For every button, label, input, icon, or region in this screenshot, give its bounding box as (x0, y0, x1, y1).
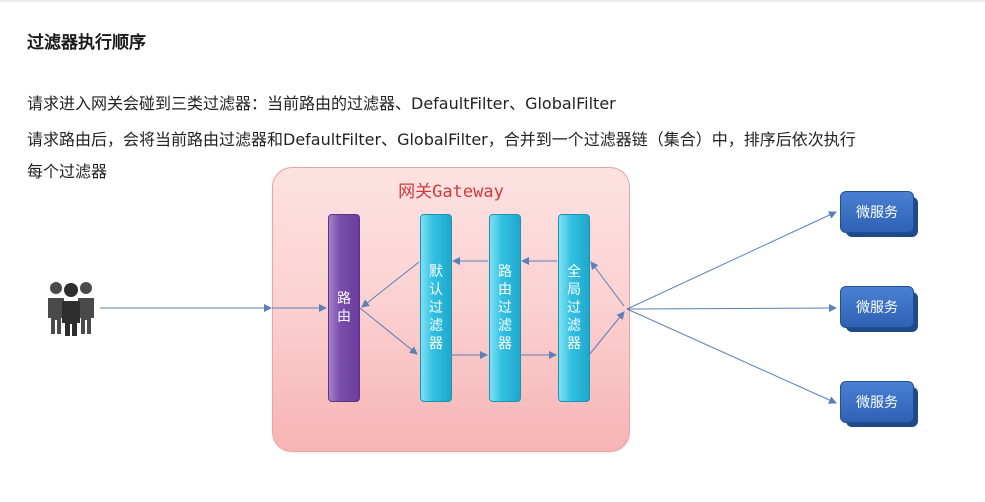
default-filter-char-2: 认 (429, 282, 443, 298)
arrow-hub-to-ms-1 (626, 211, 837, 310)
paragraph-line-2: 请求路由后，会将当前路由过滤器和DefaultFilter、GlobalFilt… (27, 130, 856, 149)
microservice-box-1: 微服务 (840, 191, 918, 237)
default-filter-pill: 默 认 过 滤 器 (420, 214, 452, 402)
route-filter-char-4: 滤 (498, 318, 512, 334)
users-icon (44, 278, 98, 336)
route-filter-char-1: 路 (498, 264, 512, 280)
global-filter-char-5: 器 (567, 336, 581, 352)
arrow-default-to-route (361, 261, 420, 308)
default-filter-char-4: 滤 (429, 318, 443, 334)
global-filter-char-2: 局 (567, 282, 581, 298)
microservice-box-3: 微服务 (840, 381, 918, 427)
global-filter-pill: 全 局 过 滤 器 (558, 214, 590, 402)
paragraph-line-3: 每个过滤器 (27, 162, 108, 181)
gateway-title: 网关Gateway (398, 182, 504, 202)
arrow-hub-to-ms-2 (626, 304, 837, 313)
paragraph-line-1: 请求进入网关会碰到三类过滤器：当前路由的过滤器、DefaultFilter、Gl… (27, 94, 616, 113)
global-filter-char-3: 过 (567, 300, 581, 316)
arrow-route-to-default (359, 307, 418, 355)
microservice-label-3: 微服务 (840, 381, 914, 423)
default-filter-char-1: 默 (429, 264, 443, 280)
page-title: 过滤器执行顺序 (27, 33, 146, 53)
microservice-label-1: 微服务 (840, 191, 914, 233)
route-filter-char-3: 过 (498, 300, 512, 316)
microservice-label-2: 微服务 (840, 286, 914, 328)
arrow-hub-to-global (590, 261, 625, 307)
default-filter-char-3: 过 (429, 300, 443, 316)
default-filter-char-5: 器 (429, 336, 443, 352)
route-filter-char-5: 器 (498, 336, 512, 352)
route-pill: 路 由 (328, 214, 360, 402)
microservice-box-2: 微服务 (840, 286, 918, 332)
route-filter-pill: 路 由 过 滤 器 (489, 214, 521, 402)
arrow-global-to-hub (588, 311, 625, 356)
route-char-1: 路 (337, 291, 351, 307)
route-char-2: 由 (337, 309, 351, 325)
arrow-hub-to-ms-3 (626, 308, 837, 404)
global-filter-char-4: 滤 (567, 318, 581, 334)
top-divider (0, 0, 985, 2)
global-filter-char-1: 全 (567, 264, 581, 280)
route-filter-char-2: 由 (498, 282, 512, 298)
